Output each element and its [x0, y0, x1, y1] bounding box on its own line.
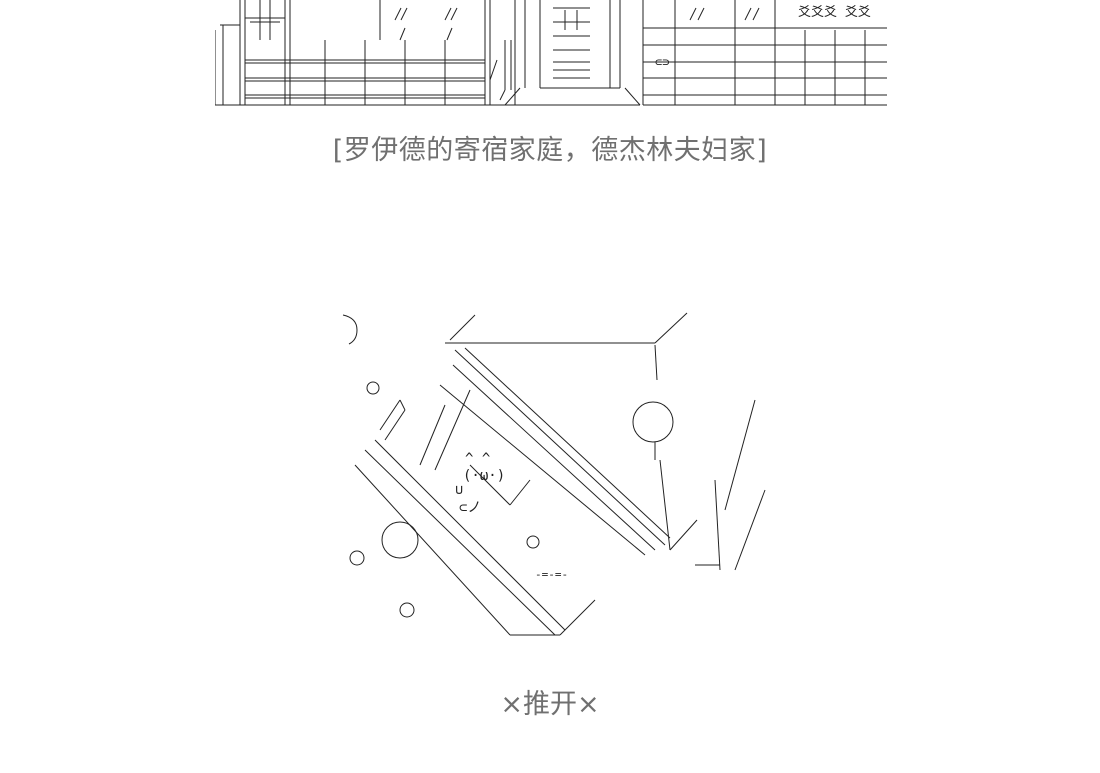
face: (·ω·) [463, 468, 505, 484]
action-caption: ×推开× [500, 689, 600, 720]
hand: ⊂ノ [459, 500, 481, 516]
dash-line: -=-=- [535, 568, 568, 581]
building-ascii-art: 爻爻爻 爻爻 ⊂⊃ [215, 0, 890, 110]
sign-chars: 爻爻爻 爻爻 [798, 5, 871, 20]
ears: ^ ^ [465, 451, 490, 467]
room-pushed-ascii-art: ^ ^ (·ω·) ∪ ⊂ノ -=-=- [325, 300, 785, 660]
side-mark: ⊂⊃ [655, 55, 669, 69]
scene-caption: [罗伊德的寄宿家庭，德杰林夫妇家] [332, 135, 768, 166]
cup: ∪ [455, 482, 463, 498]
